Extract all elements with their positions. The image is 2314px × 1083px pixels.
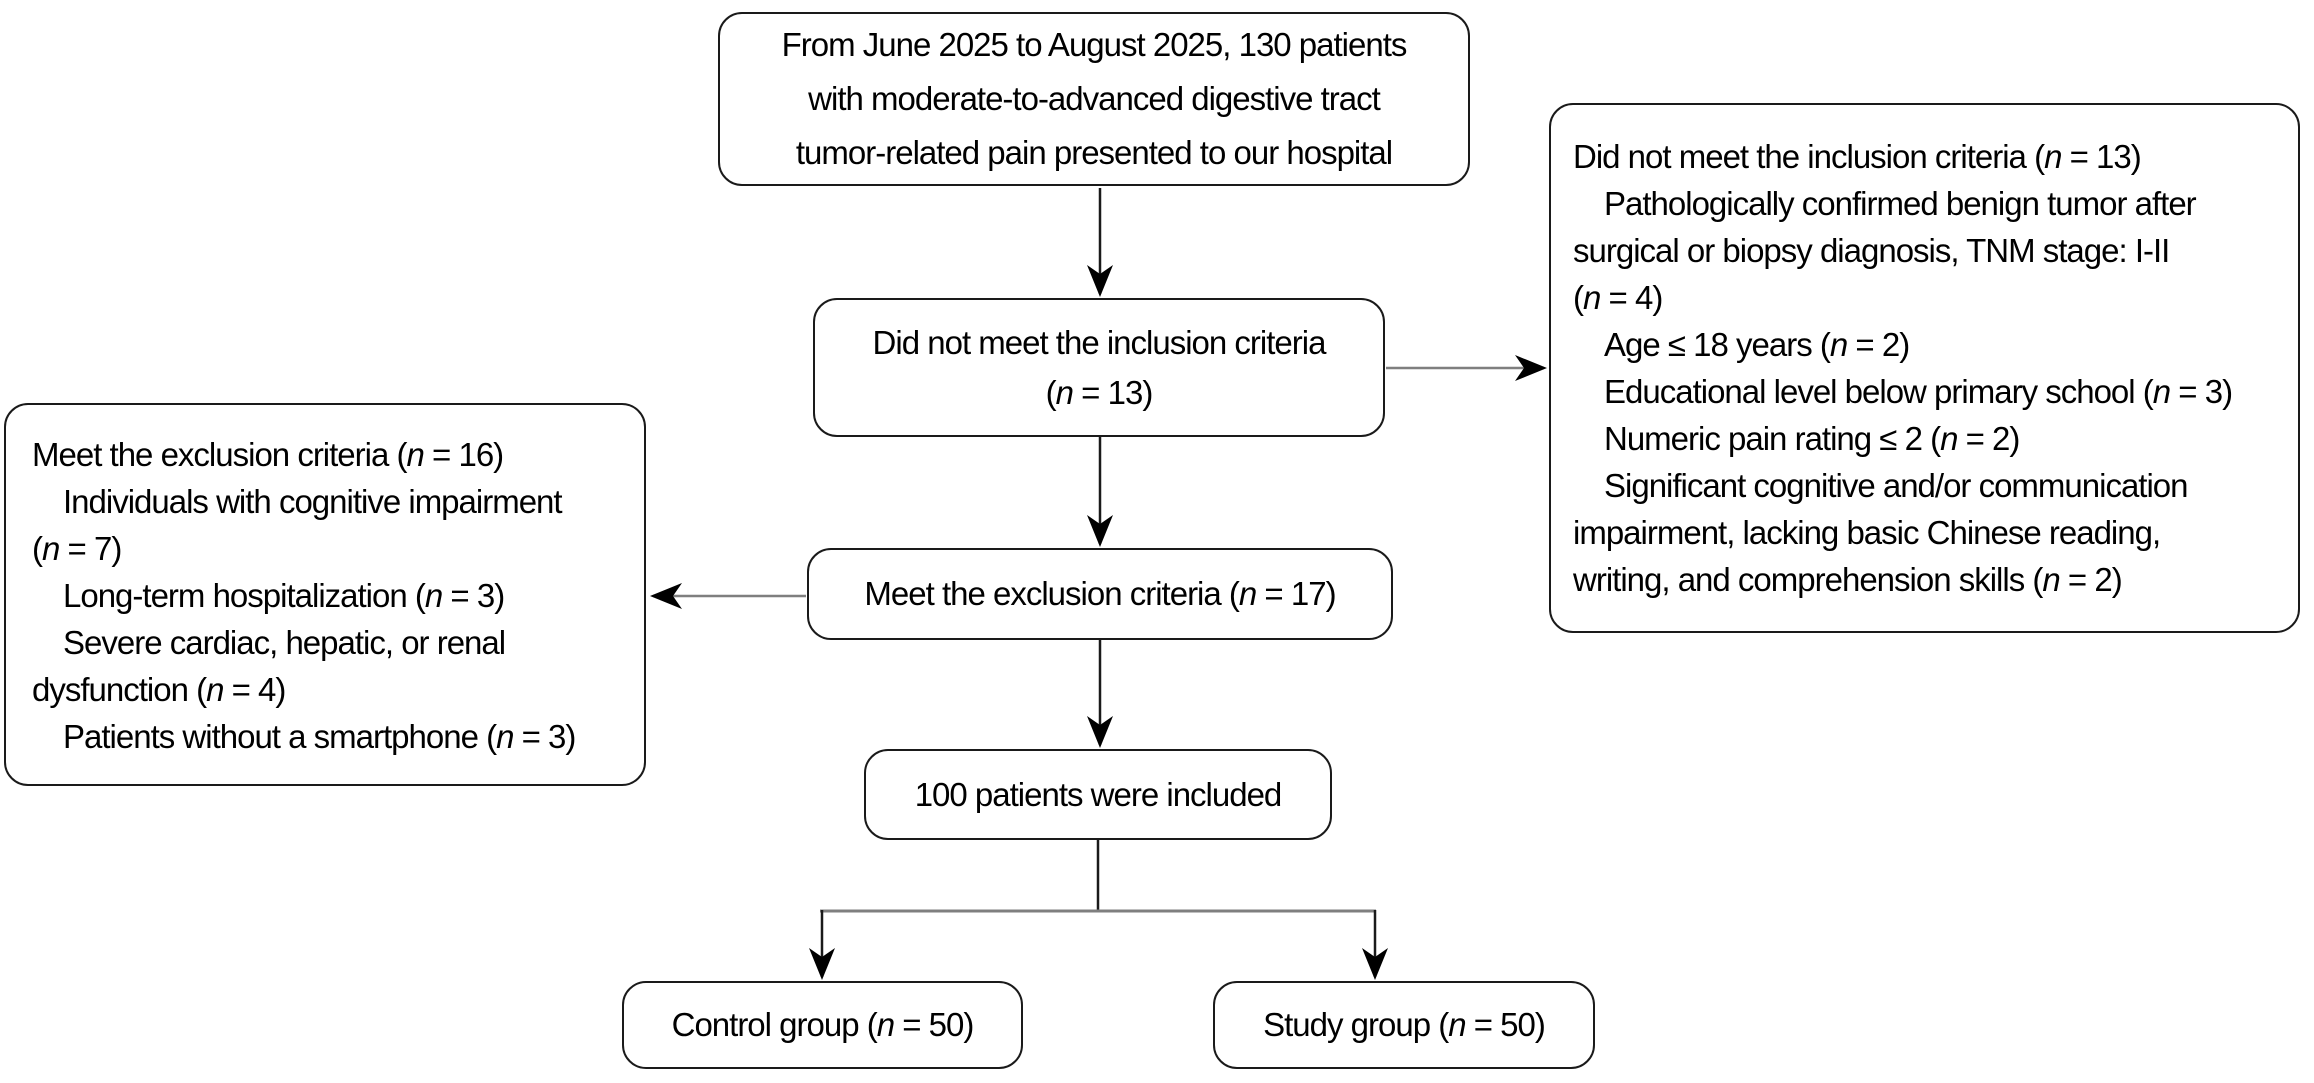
- text-line: 100 patients were included: [914, 775, 1283, 813]
- text-line: surgical or biopsy diagnosis, TNM stage:…: [1573, 232, 2170, 269]
- text-line: dysfunction (n = 4): [32, 671, 286, 708]
- box-inclusion-criteria-details: Did not meet the inclusion criteria (n =…: [1549, 103, 2300, 633]
- text-line: Educational level below primary school (…: [1573, 373, 2233, 410]
- box-did-not-meet-inclusion: Did not meet the inclusion criteria (n = …: [813, 298, 1385, 437]
- text-line: tumor-related pain presented to our hosp…: [795, 134, 1393, 171]
- text-line: Numeric pain rating ≤ 2 (n = 2): [1573, 420, 2020, 457]
- text-line: Severe cardiac, hepatic, or renal: [32, 624, 506, 661]
- text-line: Long-term hospitalization (n = 3): [32, 577, 505, 614]
- text-line: From June 2025 to August 2025, 130 patie…: [781, 26, 1408, 63]
- text-line: impairment, lacking basic Chinese readin…: [1573, 514, 2161, 551]
- text-line: (n = 7): [32, 530, 122, 567]
- text-line: Pathologically confirmed benign tumor af…: [1573, 185, 2197, 222]
- text-line: Patients without a smartphone (n = 3): [32, 718, 576, 755]
- box-patient-source: From June 2025 to August 2025, 130 patie…: [718, 12, 1470, 186]
- text-line: Control group (n = 50): [671, 1006, 975, 1043]
- text-line: (n = 13): [1045, 373, 1154, 411]
- text-line: Study group (n = 50): [1263, 1006, 1546, 1043]
- text-line: Did not meet the inclusion criteria: [872, 323, 1327, 361]
- box-control-group: Control group (n = 50): [622, 981, 1023, 1069]
- box-meet-exclusion: Meet the exclusion criteria (n = 17): [807, 548, 1393, 640]
- text-line: with moderate-to-advanced digestive trac…: [808, 80, 1381, 117]
- box-patients-included: 100 patients were included: [864, 749, 1332, 840]
- text-line: (n = 4): [1573, 279, 1663, 316]
- box-exclusion-criteria-details: Meet the exclusion criteria (n = 16) Ind…: [4, 403, 646, 786]
- text-line: Meet the exclusion criteria (n = 16): [32, 436, 504, 473]
- text-line: Did not meet the inclusion criteria (n =…: [1573, 138, 2142, 175]
- text-line: Significant cognitive and/or communicati…: [1573, 467, 2189, 504]
- box-study-group: Study group (n = 50): [1213, 981, 1595, 1069]
- text-line: Age ≤ 18 years (n = 2): [1573, 326, 1910, 363]
- text-line: writing, and comprehension skills (n = 2…: [1573, 561, 2123, 598]
- text-line: Individuals with cognitive impairment: [32, 483, 563, 520]
- text-line: Meet the exclusion criteria (n = 17): [864, 575, 1336, 612]
